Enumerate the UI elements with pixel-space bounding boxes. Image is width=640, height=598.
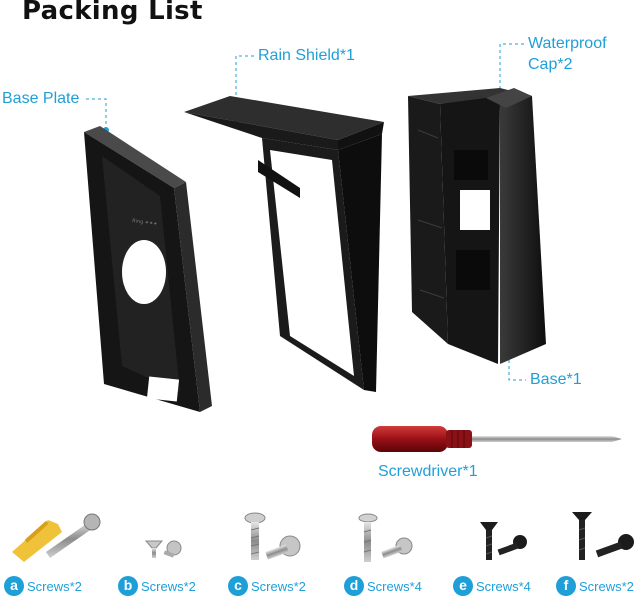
- base-plate-label: Base Plate: [2, 90, 80, 107]
- waterproof-cap-label-line1: Waterproof: [528, 35, 607, 52]
- screw-b-image: [144, 540, 182, 558]
- screw-b-badge: b: [118, 576, 138, 596]
- screw-a-label: Screws*2: [27, 579, 82, 594]
- screw-b-label: Screws*2: [141, 579, 196, 594]
- svg-text:Ring ✦✦✦: Ring ✦✦✦: [132, 218, 158, 227]
- screw-c-label: Screws*2: [251, 579, 306, 594]
- base-plate-image: Ring ✦✦✦: [84, 126, 212, 412]
- screw-c-image: [244, 512, 301, 560]
- screw-a-image: [12, 513, 101, 562]
- page-title: Packing List: [22, 0, 203, 26]
- screw-d-image: [358, 513, 413, 562]
- waterproof-cap-label-line2: Cap*2: [528, 56, 573, 73]
- screw-c-badge: c: [228, 576, 248, 596]
- base-image: [408, 88, 546, 364]
- screwdriver-label: Screwdriver*1: [378, 463, 478, 480]
- screw-d-label: Screws*4: [367, 579, 422, 594]
- screwdriver-image: [372, 426, 622, 452]
- rain-shield-label: Rain Shield*1: [258, 47, 355, 64]
- screw-e-image: [480, 522, 527, 560]
- rain-shield-image: [184, 96, 384, 392]
- screw-d-badge: d: [344, 576, 364, 596]
- base-label: Base*1: [530, 371, 582, 388]
- screw-f-label: Screws*2: [579, 579, 634, 594]
- screw-f-badge: f: [556, 576, 576, 596]
- screw-e-badge: e: [453, 576, 473, 596]
- screw-a-badge: a: [4, 576, 24, 596]
- screw-f-image: [572, 512, 634, 560]
- screw-e-label: Screws*4: [476, 579, 531, 594]
